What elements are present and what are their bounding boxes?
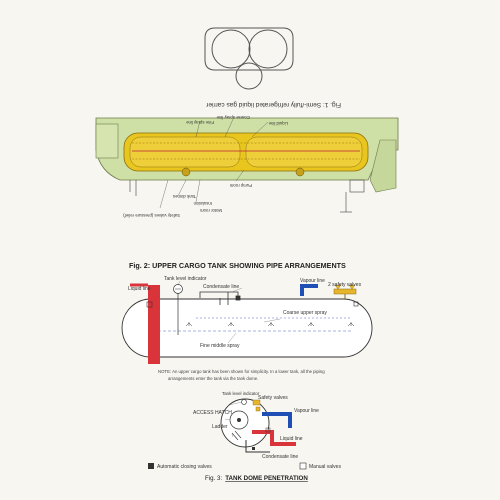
fig2-vapour-line: [300, 284, 318, 296]
fig1-label-liquid-line: Liquid line: [268, 121, 288, 126]
fig1-label-insulation: Insulation: [193, 201, 212, 206]
fig2-liquid-line: [148, 285, 160, 364]
fig3-leader-lines: [224, 401, 243, 438]
fig3-level-indicator: [241, 399, 247, 405]
fig1-label-tank-domes: Tank domes: [173, 194, 196, 199]
fig2-label-liquid-line: Liquid line: [128, 286, 151, 292]
fig2-label-fine-spray: Fine middle spray: [200, 343, 240, 349]
fig3-safety-valves: [252, 399, 261, 412]
fig2-label-coarse-spray: Coarse upper spray: [283, 310, 327, 316]
fig3-label-vapour-line: Vapour line: [294, 408, 319, 414]
fig2-note-line1: NOTE: An upper cargo tank has been shown…: [158, 369, 325, 374]
fig1-leader-lines: [159, 116, 269, 209]
fig2-condensate-line: [199, 291, 241, 305]
fig3-label-safety-valves: Safety valves: [258, 395, 288, 401]
fig3-legend-auto-label: Automatic closing valves: [157, 464, 212, 470]
fig3-caption-prefix: Fig. 3:: [205, 475, 222, 482]
fig2-tank: [121, 298, 373, 358]
fig3-ladder: [231, 430, 242, 441]
fig3-manual-valve-icon: [299, 462, 307, 470]
fig1-deck-fittings: [129, 179, 365, 213]
fig1-label-fine-spray: Fine spray line: [185, 120, 214, 125]
fig2-leader-lines: [177, 280, 281, 344]
fig1-caption: Fig. 1: Semi-/fully refrigerated liquid …: [205, 101, 341, 108]
fig1-cross-section: [204, 27, 294, 90]
fig3-legend-manual: Manual valves: [299, 462, 341, 470]
fig3-label-ladder: Ladder: [212, 424, 228, 430]
fig3-legend-manual-label: Manual valves: [309, 464, 341, 470]
fig2-label-tank-level-indicator: Tank level indicator: [164, 276, 207, 282]
fig3-liquid-line: [252, 430, 296, 446]
fig3-label-tank-level-1: Tank level indicator: [222, 391, 260, 396]
fig2-level-indicator: [173, 284, 183, 335]
fig3-valve-markers: [252, 427, 271, 450]
fig1-cargo-tanks: [123, 132, 369, 177]
fig3-caption-title: TANK DOME PENETRATION: [225, 475, 308, 482]
fig3-condensate-line: [245, 440, 270, 453]
fig1-label-safety-valves: Safety valves (pressure relief): [123, 213, 180, 218]
fig2-section: Fig. 2: UPPER CARGO TANK SHOWING PIPE AR…: [121, 261, 373, 381]
fig2-title: Fig. 2: UPPER CARGO TANK SHOWING PIPE AR…: [129, 261, 346, 270]
fig2-note-line2: arrangements enter the tank via the tank…: [168, 376, 258, 381]
fig3-section: Tank level indicator Safety valves ACCES…: [148, 391, 341, 482]
fig3-caption: Fig. 3:TANK DOME PENETRATION: [205, 475, 308, 482]
fig2-dome-sump: [146, 301, 153, 308]
fig2-safety-valves: [333, 284, 357, 299]
fig3-legend-auto: Automatic closing valves: [148, 463, 212, 470]
fig3-vapour-line: [262, 412, 292, 428]
fig3-hatch-center: [237, 418, 241, 422]
fig1-section: Fig. 1: Semi-/fully refrigerated liquid …: [95, 27, 399, 218]
fig3-label-access-hatch: ACCESS HATCH: [193, 410, 232, 416]
fig1-label-motor-room: Motor room: [200, 208, 222, 213]
fig3-label-condensate-line: Condensate line: [262, 454, 298, 460]
fig3-auto-valve-icon: [148, 463, 154, 469]
fig2-label-vapour-line: Vapour line: [300, 278, 325, 284]
fig3-label-liquid-line: Liquid line: [280, 436, 303, 442]
fig2-spray-nozzles: [185, 322, 355, 327]
fig1-label-coarse-spray: Coarse spray line: [216, 115, 250, 120]
fig2-dome-vent: [353, 301, 359, 307]
fig1-label-pump-room: Pump room: [229, 183, 252, 188]
fig2-label-safety-valves: 2 safety valves: [328, 282, 362, 288]
fig2-label-condensate-line: Condensate line: [203, 284, 239, 290]
